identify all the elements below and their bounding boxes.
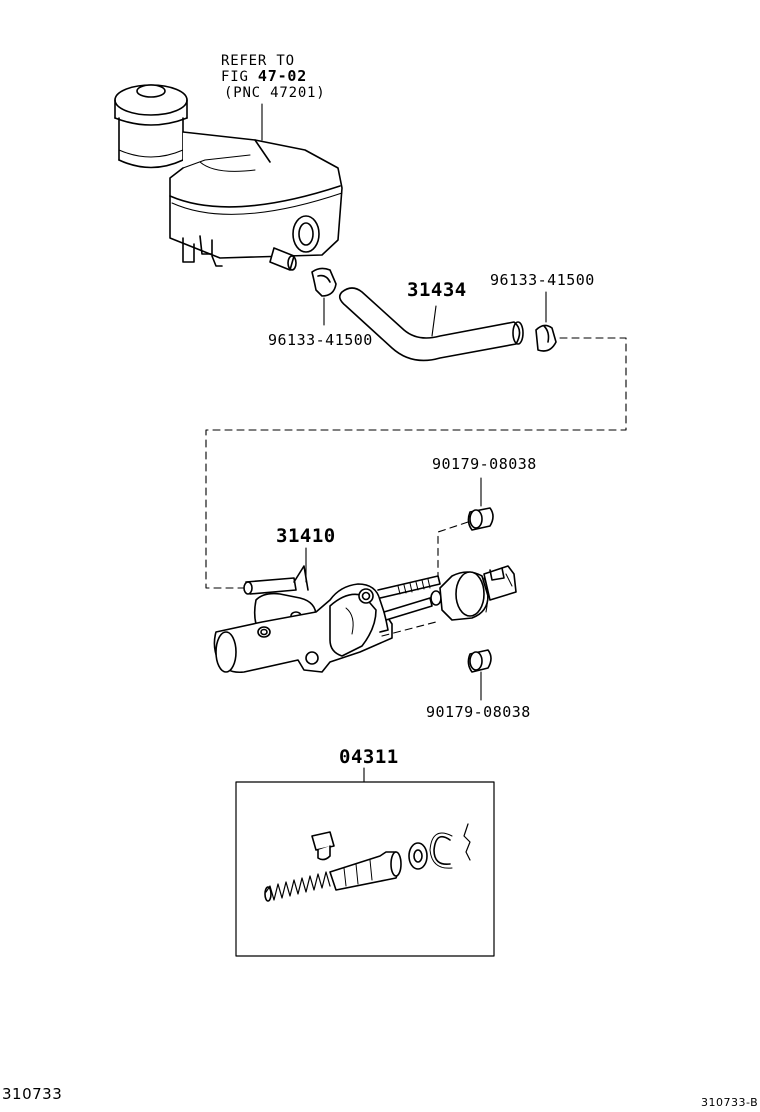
hose-routing-dashed [205,337,627,589]
master-cylinder [213,565,517,674]
callout-master-cylinder: 31410 [276,525,336,547]
repair-kit-washer [408,842,428,870]
callout-clip-upper-right: 96133-41500 [490,271,595,289]
callout-hose: 31434 [407,279,467,301]
reference-fig-number: 47-02 [257,67,308,85]
nut-upper-stud-line [437,521,469,579]
repair-kit-piston [329,851,402,891]
hose-clip-upper [535,324,557,352]
repair-kit-box [235,767,495,957]
mounting-nut-lower [467,649,492,673]
hose-leader [431,305,437,337]
hose-clip-lower [311,267,337,297]
repair-kit-retainer-clip [463,823,471,861]
reference-note-line1: REFER TO [221,53,295,69]
repair-kit-snap-ring [429,832,453,869]
callout-nut-upper: 90179-08038 [432,455,537,473]
nut-lower-stud-line [381,621,437,637]
diagram-number: 310733 [2,1085,63,1103]
reference-note-line2: FIG 47-02 [221,67,308,85]
reservoir-tank [114,84,343,271]
repair-kit-spring [264,871,331,902]
repair-kit-plug [311,831,335,861]
reference-note-line3: (PNC 47201) [224,85,326,101]
reservoir-hose [338,287,524,362]
diagram-code: 310733-B [701,1096,759,1109]
reservoir-cap [114,84,188,169]
reference-fig-prefix: FIG [221,69,249,85]
callout-clip-lower-left: 96133-41500 [268,331,373,349]
mounting-nut-upper [467,507,494,531]
callout-repair-kit: 04311 [339,746,399,768]
callout-nut-lower: 90179-08038 [426,703,531,721]
